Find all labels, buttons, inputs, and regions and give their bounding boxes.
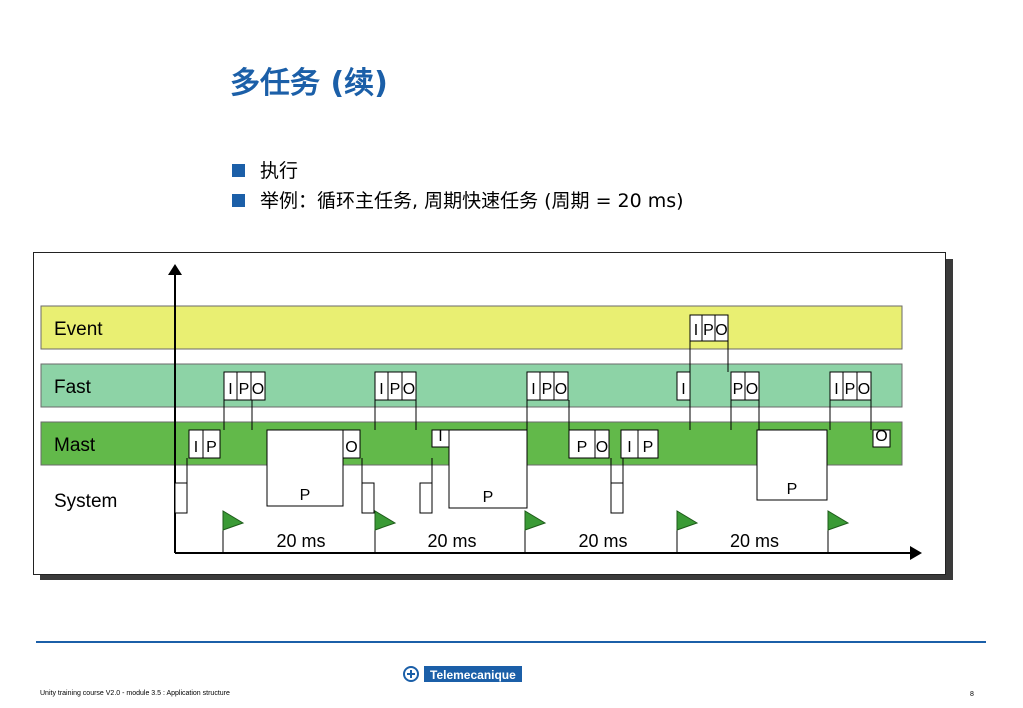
event-task-ipo-label: P [703,322,714,339]
fast-task-i-label: I [681,381,685,398]
fast-task-ipo-3-label: P [845,381,856,398]
fast-task-i-cell [676,371,691,401]
bullet-text: 举例：循环主任务, 周期快速任务 (周期 = 20 ms) [260,190,684,212]
mast-task-ip3-label: P [643,439,654,456]
slide-title: 多任务 (续) [230,66,388,101]
bullet-text: 执行 [260,160,299,182]
fast-row-band [40,363,903,408]
mast-task-po2-label: P [577,439,588,456]
brand-logo: Telemecanique [403,665,522,683]
footer-divider [36,641,986,643]
mast-task-p2-label: P [483,489,494,506]
mast-task-o3-cell [872,429,891,448]
telemecanique-emblem-icon [403,666,419,682]
period-flag-icon [827,510,850,531]
mast-task-ip3-label: I [627,439,631,456]
mast-task-ip-label: P [206,439,217,456]
mast-task-o3-label: O [875,428,887,445]
mast-task-o1-label: O [345,439,357,456]
y-axis-arrow-icon [168,264,182,275]
bullet-item: 举例：循环主任务, 周期快速任务 (周期 = 20 ms) [232,186,684,216]
event-task-ipo-label: I [694,322,698,339]
fast-task-ipo-0-label: I [228,381,232,398]
event-task-ipo-label: O [715,322,727,339]
mast-task-p3-label: P [787,481,798,498]
fast-task-ipo-2-label: O [555,381,567,398]
fast-task-ipo-0-cell [250,371,266,401]
mast-task-ip-cell [202,429,221,459]
mast-task-p1-label: P [300,487,311,504]
event-row-band [40,305,903,350]
square-bullet-icon [232,194,245,207]
course-footer: Unity training course V2.0 - module 3.5 … [40,690,230,697]
period-flag-icon [676,510,699,531]
fast-task-ipo-2-cell [553,371,569,401]
time-axis-arrow-icon [910,546,922,560]
bullet-item: 执行 [232,156,684,186]
fast-task-ipo-0-label: O [252,381,264,398]
row-label-event: Event [54,319,103,340]
mast-task-ip3-cell [637,429,659,459]
mast-task-po2-label: O [596,439,608,456]
row-label-fast: Fast [54,377,92,398]
square-bullet-icon [232,164,245,177]
fast-task-ipo-0-label: P [239,381,250,398]
fast-task-ipo-3-label: I [834,381,838,398]
mast-task-po2-cell [594,429,610,459]
period-label: 20 ms [427,531,476,551]
row-label-mast: Mast [54,435,96,456]
row-label-system: System [54,491,117,512]
period-flag-icon [524,510,547,531]
page-number: 8 [970,691,974,698]
mast-task-p1-cell [266,429,344,507]
fast-task-ipo-2-label: P [542,381,553,398]
bullet-list: 执行 举例：循环主任务, 周期快速任务 (周期 = 20 ms) [232,156,684,216]
system-task-box-2 [419,482,433,514]
period-label: 20 ms [578,531,627,551]
period-label: 20 ms [730,531,779,551]
mast-task-p2-cell [448,429,528,509]
fast-task-ipo-3-label: O [858,381,870,398]
mast-task-o1-cell [342,429,361,459]
mast-task-ip-label: I [194,439,198,456]
fast-task-po-label: O [746,381,758,398]
fast-task-ipo-2-label: I [531,381,535,398]
fast-task-ipo-1-label: O [403,381,415,398]
period-label: 20 ms [276,531,325,551]
mast-task-p3-cell [756,429,828,501]
fast-task-ipo-3-cell [856,371,872,401]
period-flag-icon [222,510,245,531]
system-task-box-1 [361,482,375,514]
fast-task-ipo-1-label: P [390,381,401,398]
fast-task-po-label: P [733,381,744,398]
mast-task-i2-label: I [438,428,442,445]
fast-task-ipo-1-label: I [379,381,383,398]
event-task-ipo-cell [714,314,729,342]
fast-task-ipo-1-cell [401,371,417,401]
brand-name: Telemecanique [424,666,522,682]
system-task-box-3 [610,482,624,514]
period-flag-icon [374,510,397,531]
fast-task-po-cell [744,371,760,401]
system-task-box-0 [174,482,188,514]
